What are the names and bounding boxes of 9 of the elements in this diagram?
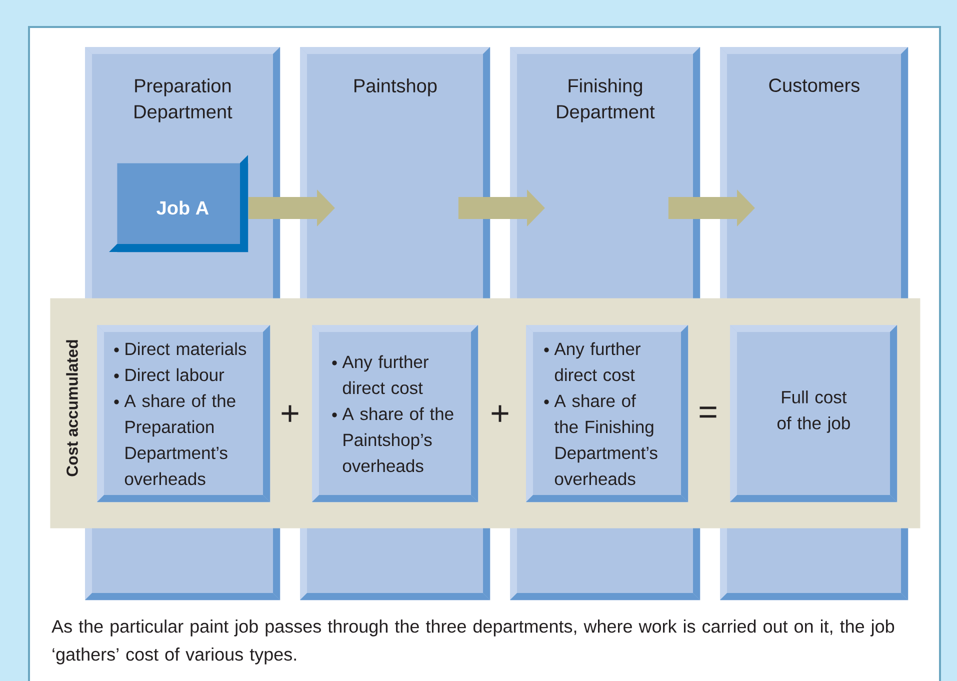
caption: As the particular paint job passes through the three departments, where work is carried out on it, the job ‘gathers’ cost of various types. <box>52 620 894 664</box>
operator-sign: = <box>700 406 716 418</box>
operator-sign: + <box>282 405 298 422</box>
operator-sign: + <box>492 405 508 422</box>
cost-box: Full cost of the job <box>730 325 898 502</box>
cost-box: Any further direct cost A share of the Paintshop’s overheads <box>312 325 478 502</box>
cost-box: Any further direct cost A share of the Finishing Department’s overheads <box>526 325 688 502</box>
job-box: Job A <box>109 155 248 252</box>
cost-box: Direct materials Direct labour A share of the Preparation Department’s overheads <box>97 325 270 502</box>
